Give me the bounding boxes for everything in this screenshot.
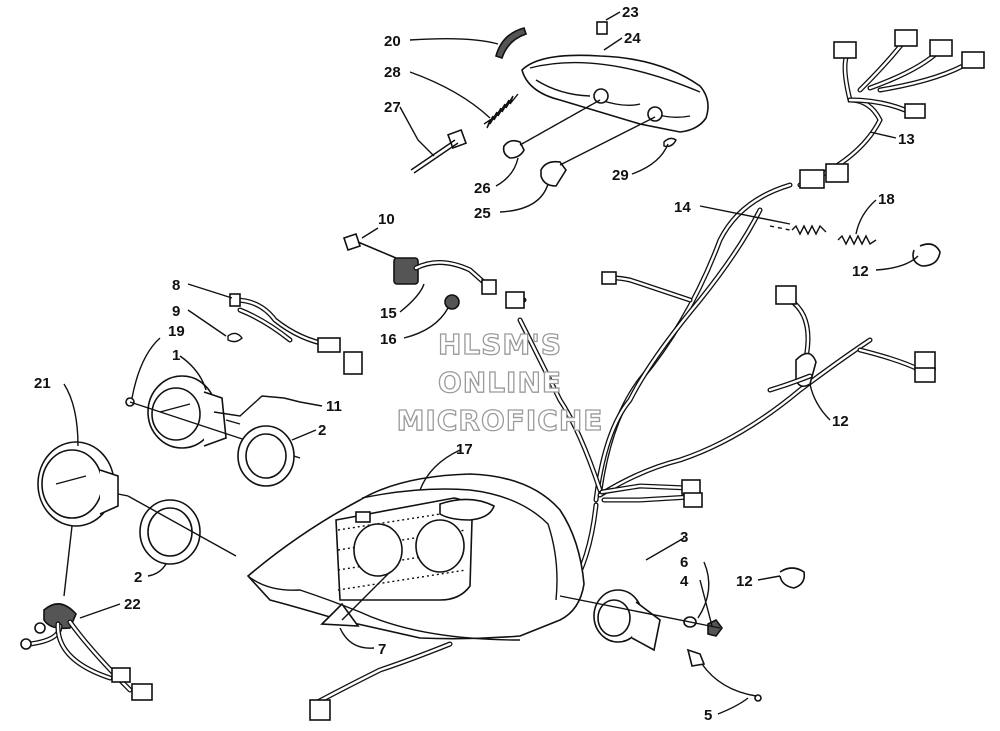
watermark: HLSM'S ONLINE MICROFICHE bbox=[396, 327, 604, 437]
callout-29: 29 bbox=[612, 167, 629, 184]
ring-2-lower bbox=[139, 499, 201, 565]
callout-9: 9 bbox=[172, 303, 180, 320]
speedometer-21 bbox=[37, 441, 129, 527]
callout-2-lower: 2 bbox=[134, 569, 142, 586]
tachometer-1 bbox=[147, 375, 241, 449]
callout-23: 23 bbox=[622, 4, 639, 21]
bulb-29 bbox=[663, 137, 677, 148]
harness-8 bbox=[229, 293, 363, 375]
callout-8: 8 bbox=[172, 277, 180, 294]
callout-6: 6 bbox=[680, 554, 688, 571]
wiring-harness-14 bbox=[517, 182, 936, 593]
callout-5: 5 bbox=[704, 707, 712, 724]
callout-2-upper: 2 bbox=[318, 422, 326, 439]
callout-12-mid: 12 bbox=[832, 413, 849, 430]
callout-1: 1 bbox=[172, 347, 180, 364]
callout-13: 13 bbox=[898, 131, 915, 148]
wire-11 bbox=[283, 397, 301, 403]
callout-28: 28 bbox=[384, 64, 401, 81]
callout-27: 27 bbox=[384, 99, 401, 116]
bolt-10 bbox=[342, 232, 397, 259]
trim-strip-20 bbox=[495, 27, 528, 60]
callout-26: 26 bbox=[474, 180, 491, 197]
callout-10: 10 bbox=[378, 211, 395, 228]
callout-20: 20 bbox=[384, 33, 401, 50]
ring-2-upper bbox=[237, 425, 295, 487]
callout-16: 16 bbox=[380, 331, 397, 348]
spring-28 bbox=[483, 93, 519, 129]
callout-11: 11 bbox=[326, 398, 342, 415]
leader-lines bbox=[63, 11, 919, 715]
nut-16 bbox=[444, 294, 460, 310]
callout-4: 4 bbox=[680, 573, 689, 590]
callout-12-top: 12 bbox=[852, 263, 869, 280]
callout-3: 3 bbox=[680, 529, 688, 546]
callout-21: 21 bbox=[34, 375, 51, 392]
callout-17: 17 bbox=[456, 441, 473, 458]
callout-15: 15 bbox=[380, 305, 397, 322]
terminal-9 bbox=[227, 332, 243, 343]
callout-24: 24 bbox=[624, 30, 641, 47]
callout-19: 19 bbox=[168, 323, 185, 340]
gauge-3 bbox=[593, 589, 661, 652]
watermark-line-3: MICROFICHE bbox=[397, 404, 604, 437]
wiring-harness-13 bbox=[797, 29, 985, 189]
bulb-socket-27 bbox=[410, 129, 467, 174]
callout-14: 14 bbox=[674, 199, 691, 216]
bulb-26 bbox=[502, 139, 525, 159]
clamp-12-top bbox=[912, 243, 941, 267]
bracket-15 bbox=[393, 257, 497, 295]
harness-22 bbox=[20, 603, 153, 701]
instrument-housing-24 bbox=[521, 54, 709, 133]
callout-22: 22 bbox=[124, 596, 141, 613]
clamp-12-low bbox=[779, 567, 806, 589]
callout-18: 18 bbox=[878, 191, 895, 208]
callout-numbers: 20 23 24 28 27 26 25 29 13 14 18 12 10 1… bbox=[34, 4, 915, 724]
watermark-line-2: ONLINE bbox=[438, 366, 562, 399]
socket-25 bbox=[540, 160, 567, 187]
sensor-5 bbox=[686, 648, 762, 702]
watermark-line-1: HLSM'S bbox=[438, 328, 562, 361]
clip-23 bbox=[596, 21, 608, 35]
callout-25: 25 bbox=[474, 205, 491, 222]
decal-7 bbox=[320, 602, 360, 627]
spring-18 bbox=[769, 224, 877, 246]
callout-12-low: 12 bbox=[736, 573, 753, 590]
dash-panel-17 bbox=[246, 473, 585, 641]
callout-7: 7 bbox=[378, 641, 386, 658]
